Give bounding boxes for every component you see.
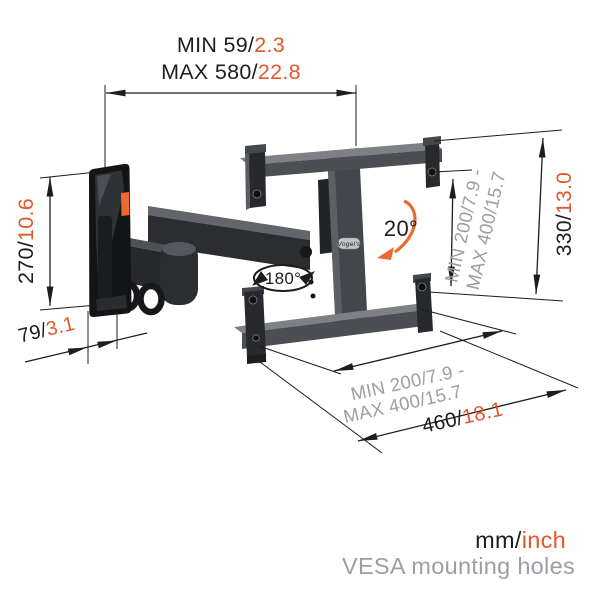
height-dimension-label: 270/10.6 (14, 198, 38, 284)
units-label: mm/inch (475, 527, 566, 553)
tilt-arrow-icon (377, 199, 417, 260)
width-dimension (259, 330, 579, 454)
dimension-lines (24, 85, 579, 454)
height-dimension (39, 171, 98, 311)
screw-icon (252, 189, 262, 199)
articulated-arm (103, 206, 310, 316)
vogels-logo-text: Vogel's (338, 241, 361, 248)
vesa-bottom-dimension (258, 308, 517, 375)
screw-icon (248, 295, 258, 305)
tv-bracket-column: Vogel's (300, 148, 368, 335)
top-dimension (104, 85, 357, 169)
release-clip-icon (121, 192, 130, 216)
top-rail (240, 136, 442, 210)
wall-plate (89, 163, 132, 318)
top-dimension-label-min: MIN 59/2.3 (177, 33, 285, 57)
swivel-angle-label: 180° (265, 269, 301, 288)
depth-dimension (24, 311, 148, 364)
vesa-caption-label: VESA mounting holes (342, 553, 575, 579)
depth-dimension-label: 79/3.1 (16, 313, 77, 348)
mount-illustration: Vogel's (89, 136, 442, 364)
swivel-rotation-icon (252, 264, 315, 292)
vogels-logo: Vogel's (338, 237, 361, 250)
screw-icon (252, 334, 260, 342)
bracket-height-dimension (433, 129, 563, 295)
bottom-rail (234, 273, 433, 364)
bracket-height-dimension-label: 330/13.0 (553, 172, 576, 256)
tilt-angle-label: 20° (384, 216, 418, 241)
vesa-side-dimension (428, 169, 564, 302)
top-dimension-label-max: MAX 580/22.8 (161, 60, 301, 84)
screw-icon (417, 282, 427, 292)
